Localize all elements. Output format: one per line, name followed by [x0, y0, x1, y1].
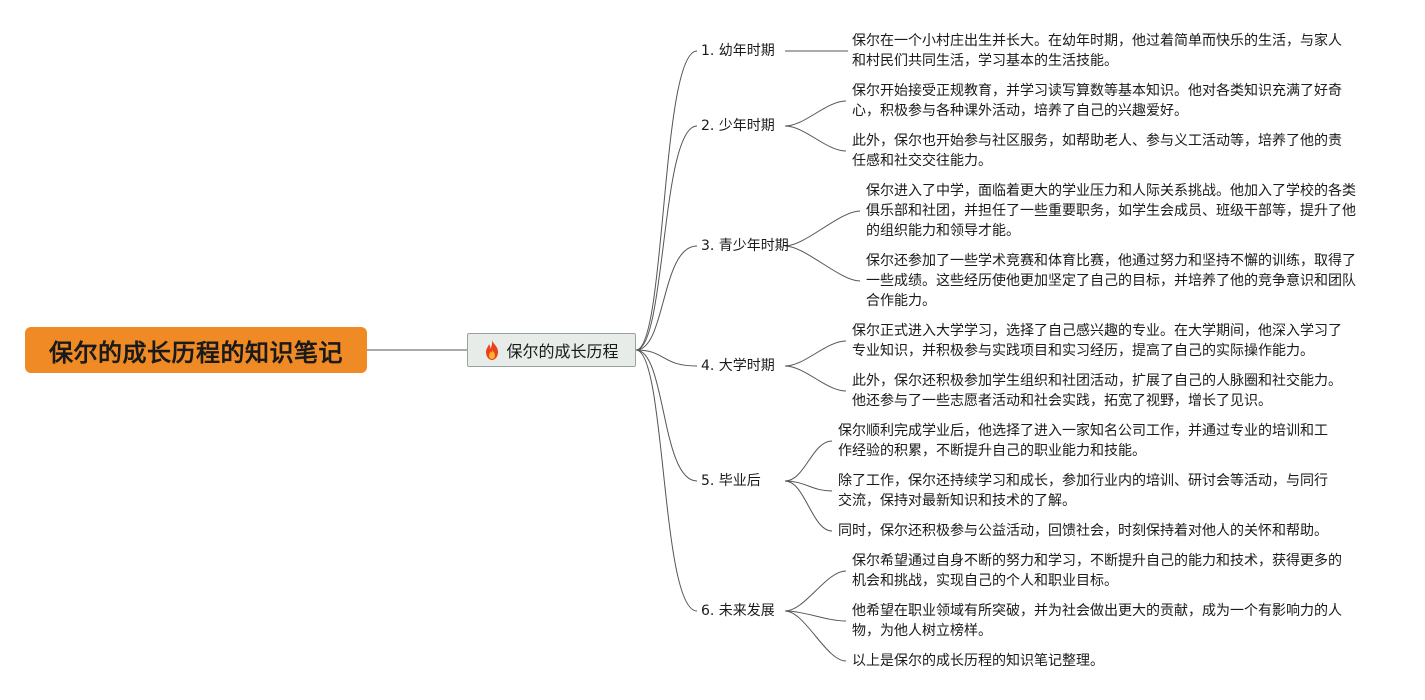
- branch-topic-2[interactable]: 2. 少年时期: [701, 118, 775, 134]
- leaf-connector-5-2: [784, 480, 833, 492]
- branch-topic-6[interactable]: 6. 未来发展: [701, 603, 775, 619]
- branch-connector-3: [635, 245, 698, 351]
- branch-topic-1[interactable]: 1. 幼年时期: [701, 43, 775, 59]
- leaf-connector-3-2: [784, 245, 861, 282]
- leaf-connector-3-1: [784, 210, 861, 247]
- leaf-note-6-3[interactable]: 以上是保尔的成长历程的知识笔记整理。: [852, 653, 1104, 669]
- leaf-note-6-2[interactable]: 他希望在职业领域有所突破，并为社会做出更大的贡献，成为一个有影响力的人物，为他人…: [852, 603, 1342, 639]
- leaf-connector-5-1: [784, 440, 833, 482]
- leaf-note-3-1[interactable]: 保尔进入了中学，面临着更大的学业压力和人际关系挑战。他加入了学校的各类俱乐部和社…: [866, 183, 1356, 239]
- leaf-note-5-3[interactable]: 同时，保尔还积极参与公益活动，回馈社会，时刻保持着对他人的关怀和帮助。: [838, 523, 1328, 539]
- central-topic-label: 保尔的成长历程: [506, 342, 619, 361]
- leaf-connector-2-2: [784, 125, 847, 152]
- leaf-note-4-1[interactable]: 保尔正式进入大学学习，选择了自己感兴趣的专业。在大学期间，他深入学习了专业知识，…: [852, 323, 1342, 359]
- leaf-note-5-2[interactable]: 除了工作，保尔还持续学习和成长，参加行业内的培训、研讨会等活动，与同行交流，保持…: [838, 473, 1328, 509]
- leaf-note-5-1[interactable]: 保尔顺利完成学业后，他选择了进入一家知名公司工作，并通过专业的培训和工作经验的积…: [838, 423, 1328, 459]
- branch-connector-5: [635, 349, 698, 482]
- leaf-note-2-1[interactable]: 保尔开始接受正规教育，并学习读写算数等基本知识。他对各类知识充满了好奇心，积极参…: [852, 83, 1342, 119]
- branch-topic-3[interactable]: 3. 青少年时期: [701, 238, 789, 254]
- leaf-note-6-1[interactable]: 保尔希望通过自身不断的努力和学习，不断提升自己的能力和技术，获得更多的机会和挑战…: [852, 553, 1342, 589]
- root-topic[interactable]: 保尔的成长历程的知识笔记: [25, 327, 367, 373]
- leaf-connector-5-3: [784, 480, 833, 532]
- branch-connector-1: [635, 50, 698, 351]
- leaf-connector-6-3: [784, 610, 847, 662]
- branch-connector-6: [635, 349, 698, 612]
- branch-connector-4: [635, 349, 698, 367]
- leaf-connector-2-1: [784, 100, 847, 127]
- fire-icon: [486, 340, 499, 360]
- leaf-note-3-2[interactable]: 保尔还参加了一些学术竞赛和体育比赛，他通过努力和坚持不懈的训练，取得了一些成绩。…: [866, 253, 1356, 309]
- leaf-note-2-2[interactable]: 此外，保尔也开始参与社区服务，如帮助老人、参与义工活动等，培养了他的责任感和社交…: [852, 133, 1342, 169]
- leaf-note-4-2[interactable]: 此外，保尔还积极参加学生组织和社团活动，扩展了自己的人脉圈和社交能力。他还参与了…: [852, 373, 1342, 409]
- root-topic-label: 保尔的成长历程的知识笔记: [49, 338, 343, 367]
- branch-connector-2: [635, 125, 698, 351]
- leaf-note-1-1[interactable]: 保尔在一个小村庄出生并长大。在幼年时期，他过着简单而快乐的生活，与家人和村民们共…: [852, 33, 1342, 69]
- central-topic[interactable]: 保尔的成长历程: [467, 333, 636, 367]
- leaf-connector-6-2: [784, 610, 847, 622]
- branch-topic-5[interactable]: 5. 毕业后: [701, 473, 761, 489]
- branch-topic-4[interactable]: 4. 大学时期: [701, 358, 775, 374]
- leaf-connector-4-2: [784, 365, 847, 392]
- leaf-connector-6-1: [784, 570, 847, 612]
- leaf-connector-4-1: [784, 340, 847, 367]
